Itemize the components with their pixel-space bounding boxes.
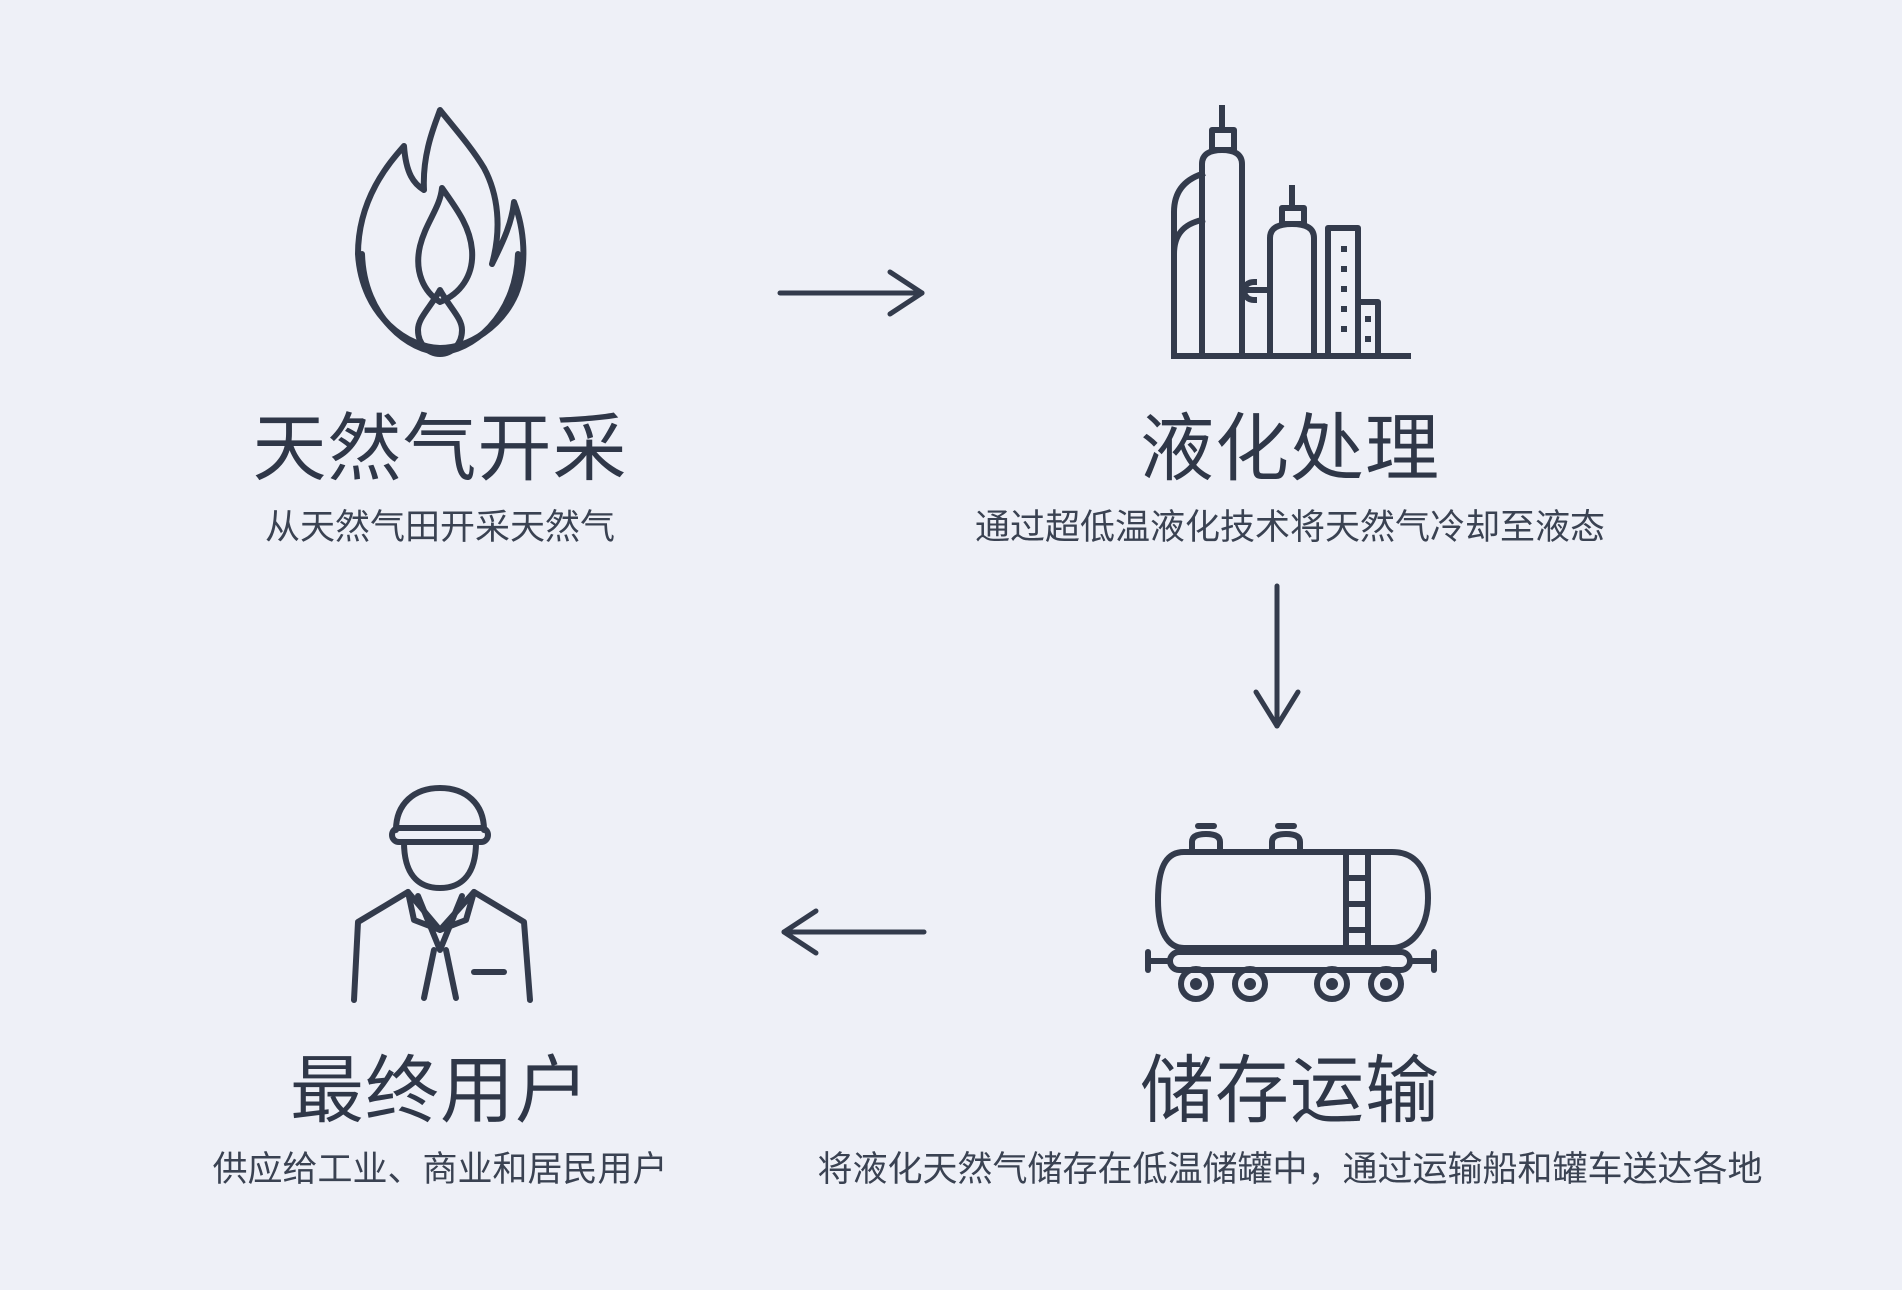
worker-with-helmet-icon bbox=[346, 784, 538, 1004]
arrow-left bbox=[778, 907, 928, 957]
step-title-extraction: 天然气开采 bbox=[252, 406, 628, 492]
tanker-railcar-icon bbox=[1144, 820, 1440, 1010]
step-description-storage-transport: 将液化天然气储存在低温储罐中，通过运输船和罐车送达各地 bbox=[817, 1150, 1763, 1190]
arrow-right bbox=[777, 268, 928, 318]
flame-icon bbox=[352, 104, 528, 362]
step-description-extraction: 从天然气田开采天然气 bbox=[264, 508, 615, 548]
step-description-end-user: 供应给工业、商业和居民用户 bbox=[212, 1150, 668, 1190]
step-title-end-user: 最终用户 bbox=[290, 1048, 590, 1134]
industrial-plant-icon bbox=[1170, 104, 1411, 360]
step-title-liquefaction: 液化处理 bbox=[1140, 406, 1440, 492]
arrow-down bbox=[1252, 583, 1302, 734]
step-description-liquefaction: 通过超低温液化技术将天然气冷却至液态 bbox=[974, 508, 1605, 548]
step-title-storage-transport: 储存运输 bbox=[1140, 1048, 1440, 1134]
